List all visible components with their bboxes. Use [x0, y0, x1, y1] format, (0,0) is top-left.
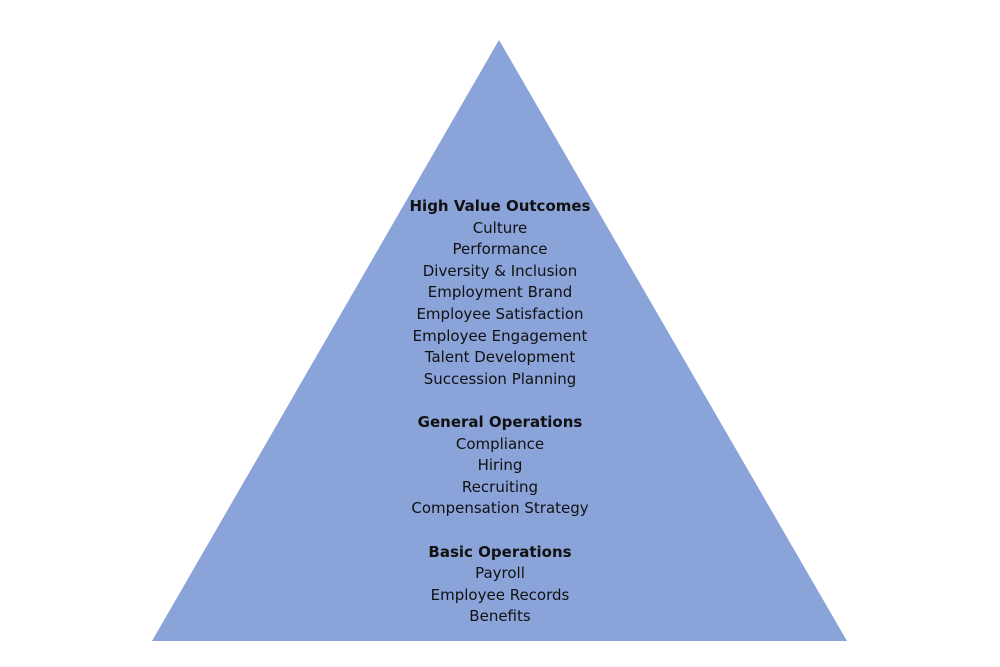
list-item: Compliance — [455, 434, 545, 453]
list-item: Recruiting — [461, 477, 539, 496]
list-item: Employee Satisfaction — [416, 304, 584, 323]
list-item: Compensation Strategy — [411, 499, 589, 518]
pyramid-triangle — [152, 40, 847, 641]
list-item: Talent Development — [424, 348, 576, 367]
section-high-value-outcomes: High Value Outcomes Culture Performance … — [300, 196, 700, 390]
list-item: Employee Engagement — [412, 326, 588, 345]
list-item: Payroll — [475, 564, 525, 583]
section-basic-operations: Basic Operations Payroll Employee Record… — [300, 542, 700, 628]
section-heading: High Value Outcomes — [409, 197, 591, 215]
list-item: Benefits — [469, 607, 531, 626]
list-item: Employee Records — [430, 585, 570, 604]
pyramid-text-block: High Value Outcomes Culture Performance … — [300, 196, 700, 628]
section-heading: General Operations — [417, 412, 583, 431]
section-general-operations: General Operations Compliance Hiring Rec… — [300, 412, 700, 520]
list-item: Culture — [472, 218, 528, 237]
section-heading: Basic Operations — [428, 542, 572, 561]
list-item: Hiring — [477, 456, 523, 475]
list-item: Diversity & Inclusion — [422, 261, 578, 280]
list-item: Employment Brand — [427, 283, 573, 302]
list-item: Performance — [452, 240, 548, 259]
list-item: Succession Planning — [423, 369, 577, 388]
